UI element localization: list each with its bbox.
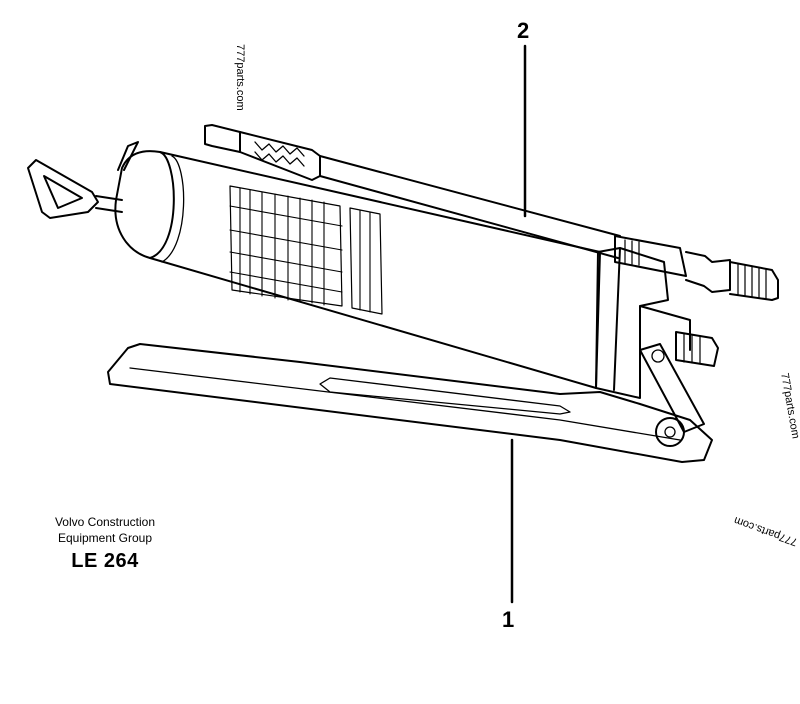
coupling-nozzle (614, 235, 779, 301)
callout-1: 1 (502, 607, 515, 632)
caption-block: Volvo Construction Equipment Group LE 26… (30, 514, 180, 573)
pump-head (595, 247, 719, 399)
lever-handle (107, 343, 713, 463)
callout-2: 2 (517, 18, 530, 43)
caption-line-1: Volvo Construction (54, 515, 156, 529)
plunger-handle (27, 159, 123, 219)
watermark-1: 777parts.com (234, 44, 246, 111)
extension-pipe (204, 124, 621, 259)
caption-line-2: Equipment Group (57, 531, 153, 545)
drawing-code: LE 264 (71, 550, 139, 572)
grease-barrel (114, 141, 601, 389)
